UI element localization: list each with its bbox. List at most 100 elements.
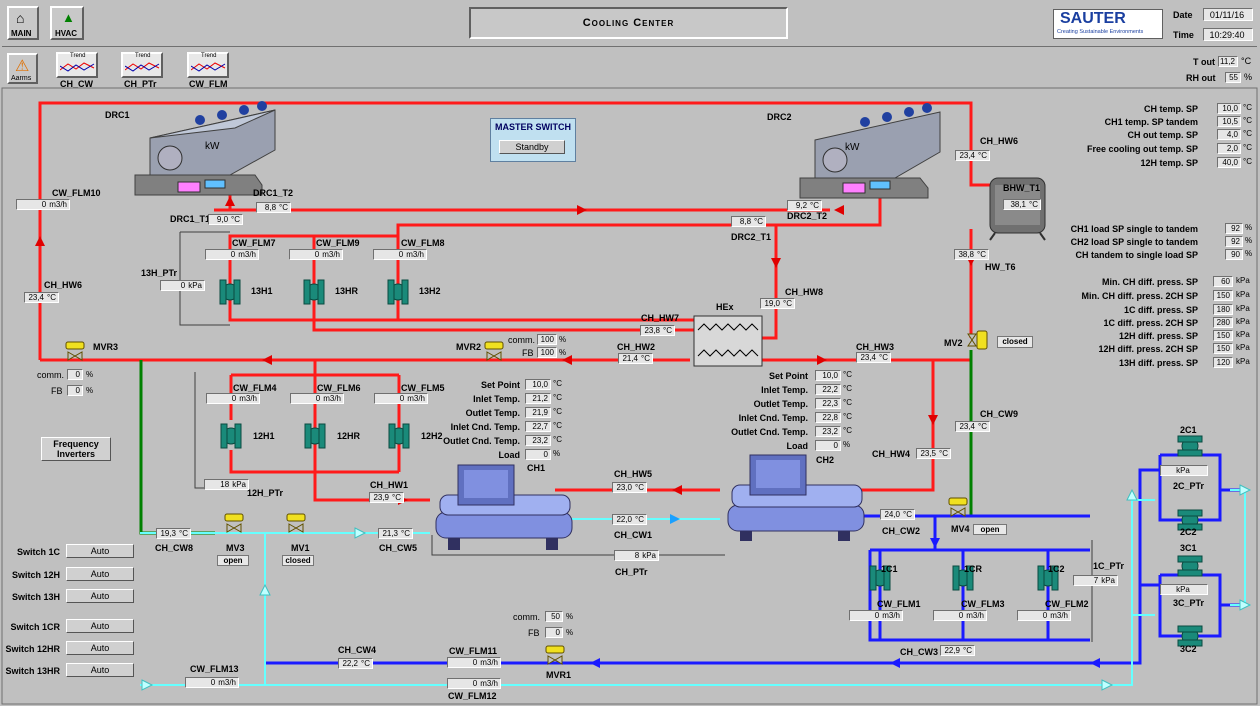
- hvac-label: HVAC: [55, 29, 78, 38]
- pressure-setpoint-unit: kPa: [1236, 304, 1250, 313]
- diagram-tag: CW_FLM6: [317, 383, 361, 393]
- reading-value: 0: [314, 250, 320, 259]
- pressure-setpoint-value[interactable]: 150: [1213, 290, 1233, 301]
- setpoint-value[interactable]: 10,0: [1217, 103, 1241, 114]
- mv1-status: closed: [282, 555, 314, 566]
- trend-button-ch-ptr[interactable]: Trend: [121, 52, 163, 78]
- chiller-row-unit: °C: [553, 407, 562, 416]
- reading-unit: m3/h: [966, 611, 984, 620]
- warning-icon: ⚠: [15, 58, 30, 75]
- load-setpoint-value[interactable]: 90: [1225, 249, 1243, 260]
- pressure-setpoint-value[interactable]: 180: [1213, 304, 1233, 315]
- trend-button-ch-cw[interactable]: Trend: [56, 52, 98, 78]
- trend-chart-icon: [191, 62, 226, 72]
- reading-unit: °C: [231, 215, 240, 224]
- pressure-setpoint-value[interactable]: 60: [1213, 276, 1233, 287]
- diagram-tag: MVR1: [546, 670, 572, 680]
- diagram-tag: DRC1: [105, 110, 130, 120]
- diagram-tag: CW_FLM9: [316, 238, 360, 248]
- chiller-row-unit: °C: [553, 393, 562, 402]
- reading-value: 23,4: [959, 422, 976, 431]
- diagram-tag: 13HR: [335, 286, 359, 296]
- mvr2-fb-label: FB: [522, 348, 534, 358]
- setpoint-value[interactable]: 10,5: [1217, 116, 1241, 127]
- mvr2-fb-unit: %: [559, 348, 567, 357]
- pressure-setpoint-label: 1C diff. press. 2CH SP: [1103, 318, 1198, 328]
- pressure-setpoint-unit: kPa: [1236, 343, 1250, 352]
- chiller-row-unit: °C: [553, 435, 562, 444]
- diagram-tag: 13H_PTr: [141, 268, 178, 278]
- reading-unit: °C: [47, 293, 56, 302]
- switch-button[interactable]: Auto: [66, 619, 134, 633]
- frequency-inverters-button[interactable]: Frequency Inverters: [41, 437, 111, 461]
- pressure-setpoint-value[interactable]: 150: [1213, 330, 1233, 341]
- time-value: 10:29:40: [1203, 28, 1253, 41]
- diagram-tag: MVR3: [93, 342, 119, 352]
- setpoint-value[interactable]: 2,0: [1217, 143, 1241, 154]
- main-button[interactable]: ⌂ MAIN: [7, 6, 39, 40]
- sensor-reading: 38,8°C: [954, 249, 989, 260]
- mvr3-comm-label: comm.: [37, 370, 64, 380]
- reading-unit: m3/h: [480, 658, 498, 667]
- hvac-button[interactable]: ▲ HVAC: [50, 6, 84, 40]
- brand-name: SAUTER: [1060, 10, 1126, 27]
- pressure-setpoint-unit: kPa: [1236, 290, 1250, 299]
- switch-button[interactable]: Auto: [66, 567, 134, 581]
- setpoint-value[interactable]: 40,0: [1217, 157, 1241, 168]
- switch-button[interactable]: Auto: [66, 641, 134, 655]
- t-out-label: T out: [1193, 57, 1215, 67]
- sensor-reading: 22,0°C: [612, 514, 647, 525]
- master-switch-button[interactable]: Standby: [499, 140, 565, 154]
- setpoint-unit: °C: [1243, 116, 1252, 125]
- alarms-label: Aarms: [11, 75, 32, 82]
- load-setpoint-value[interactable]: 92: [1225, 236, 1243, 247]
- diagram-tag: CH_HW8: [785, 287, 824, 297]
- reading-unit: °C: [978, 151, 987, 160]
- brand-tagline: Creating Sustainable Environments: [1057, 29, 1144, 35]
- diagram-tag: CH_HW6: [980, 136, 1019, 146]
- reading-value: 0: [210, 678, 216, 687]
- switch-button[interactable]: Auto: [66, 544, 134, 558]
- trend-button-cw-flm[interactable]: Trend: [187, 52, 229, 78]
- switch-button[interactable]: Auto: [66, 663, 134, 677]
- mvr2-fb-value: 100: [537, 347, 557, 358]
- pump-group-13h: [219, 279, 409, 305]
- setpoint-value[interactable]: 4,0: [1217, 129, 1241, 140]
- chiller-row-unit: °C: [843, 412, 852, 421]
- mvr3-comm-value: 0: [67, 369, 83, 380]
- pressure-setpoint-value[interactable]: 150: [1213, 343, 1233, 354]
- reading-unit: °C: [401, 529, 410, 538]
- chiller-row-value: 21,2: [525, 393, 551, 404]
- reading-unit: m3/h: [407, 394, 425, 403]
- reading-unit: m3/h: [323, 394, 341, 403]
- trend-label-cw-flm: CW_FLM: [189, 79, 228, 89]
- switch-button[interactable]: Auto: [66, 589, 134, 603]
- mv3-status: open: [217, 555, 249, 566]
- switch-label: Switch 12H: [11, 570, 60, 580]
- reading-value: 23,4: [860, 353, 877, 362]
- chiller-row-label: Inlet Cnd. Temp.: [450, 422, 520, 432]
- reading-value: 21,4: [622, 354, 639, 363]
- trend-label-ch-ptr: CH_PTr: [124, 79, 157, 89]
- pressure-setpoint-value[interactable]: 120: [1213, 357, 1233, 368]
- pressure-setpoint-label: Min. CH diff. press. 2CH SP: [1081, 291, 1198, 301]
- reading-value: 22,9: [944, 646, 961, 655]
- dry-cooler-drc2: kW: [799, 103, 941, 199]
- load-setpoint-value[interactable]: 92: [1225, 223, 1243, 234]
- diagram-tag: CW_FLM4: [233, 383, 277, 393]
- pump-group-12h: [220, 423, 410, 449]
- mvr3-fb-label: FB: [51, 386, 63, 396]
- diagram-tag: MV2: [944, 338, 963, 348]
- diagram-tag: CH_CW1: [614, 530, 653, 540]
- sauter-logo: SAUTER Creating Sustainable Environments: [1053, 9, 1163, 39]
- chiller-row-unit: °C: [843, 426, 852, 435]
- reading-unit: °C: [963, 646, 972, 655]
- chiller-row-unit: °C: [553, 421, 562, 430]
- alarms-button[interactable]: ⚠ Aarms: [7, 53, 38, 84]
- pressure-setpoint-value[interactable]: 280: [1213, 317, 1233, 328]
- reading-unit: m3/h: [1050, 611, 1068, 620]
- reading-value: 0: [398, 250, 404, 259]
